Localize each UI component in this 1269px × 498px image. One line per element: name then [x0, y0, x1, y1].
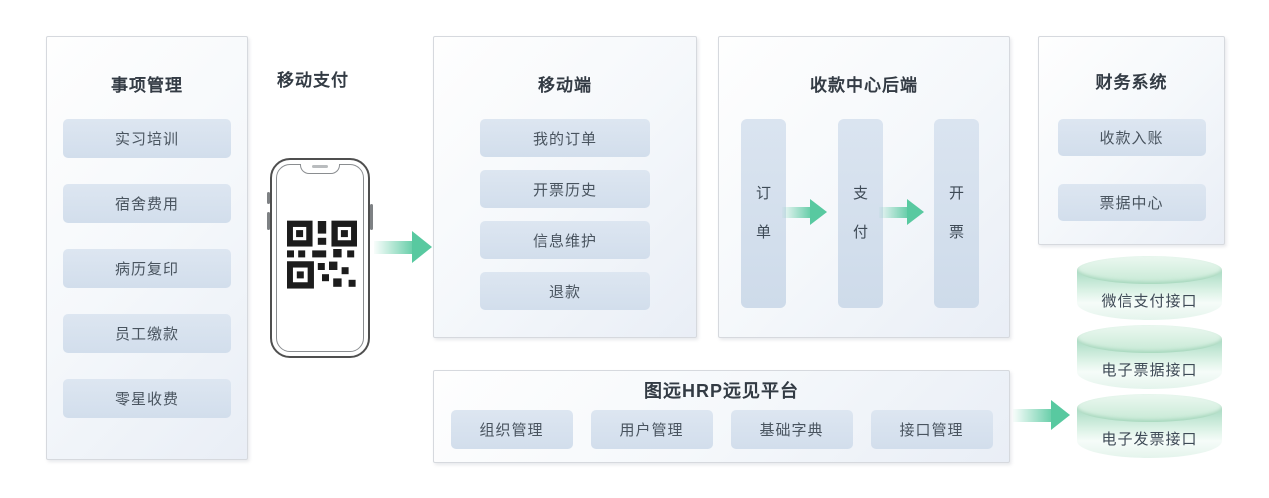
cylinder-label: 电子票据接口 [1101, 362, 1198, 379]
item-box: 组织管理 [450, 410, 573, 449]
flow-arrow-icon [782, 199, 827, 225]
stage-pillar-order: 订单 [741, 119, 786, 308]
hrp-items-row: 组织管理 用户管理 基础字典 接口管理 [450, 410, 993, 449]
item-box: 信息维护 [480, 221, 650, 259]
phone-side-button [370, 204, 373, 230]
stage-pillar-invoice: 开票 [934, 119, 979, 308]
phone-speaker [312, 165, 328, 168]
item-box: 宿舍费用 [63, 184, 231, 223]
item-box: 实习培训 [63, 119, 231, 158]
arrow-shaft [1013, 408, 1051, 422]
panel-hrp-platform: 图远HRP远见平台 组织管理 用户管理 基础字典 接口管理 [433, 370, 1010, 463]
cylinder-label: 微信支付接口 [1101, 293, 1198, 310]
panel-finance-system: 财务系统 收款入账 票据中心 [1038, 36, 1225, 245]
item-box: 票据中心 [1057, 184, 1206, 221]
qr-code-icon [287, 220, 357, 289]
item-box: 开票历史 [480, 170, 650, 208]
arrow-head [907, 199, 924, 225]
interface-cylinder-stack: 微信支付接口 电子票据接口 电子发票接口 [1077, 256, 1222, 458]
panel-title: 图远HRP远见平台 [643, 381, 799, 401]
db-cylinder-e-bill: 电子票据接口 [1077, 325, 1222, 389]
panel-mobile-client: 移动端 我的订单 开票历史 信息维护 退款 [433, 36, 697, 338]
panel-items-management: 事项管理 实习培训 宿舍费用 病历复印 员工缴款 零星收费 [46, 36, 248, 460]
item-box: 我的订单 [480, 119, 650, 157]
arrow-shaft [374, 240, 412, 254]
panel-title: 事项管理 [111, 76, 183, 95]
panel-collection-backend: 收款中心后端 订单 支付 开票 [718, 36, 1010, 338]
phone-side-button [267, 212, 270, 230]
item-box: 收款入账 [1057, 119, 1206, 156]
stage-pillar-payment: 支付 [838, 119, 883, 308]
db-cylinder-wechat-pay: 微信支付接口 [1077, 256, 1222, 320]
cylinder-top [1077, 256, 1222, 284]
arrow-head [810, 199, 827, 225]
stage-label: 开票 [949, 185, 965, 241]
cylinder-label: 电子发票接口 [1101, 431, 1198, 448]
flow-arrow-icon [374, 231, 432, 263]
panel-title: 财务系统 [1095, 73, 1168, 92]
smartphone-icon [267, 158, 373, 358]
item-box: 零星收费 [63, 379, 231, 418]
item-box: 退款 [480, 272, 650, 310]
flow-arrow-icon [1013, 400, 1070, 430]
arrow-head [1051, 400, 1070, 430]
panel-title: 移动端 [538, 76, 592, 95]
stage-label: 支付 [853, 185, 869, 241]
db-cylinder-e-invoice: 电子发票接口 [1077, 394, 1222, 458]
item-box: 病历复印 [63, 249, 231, 288]
stage-label: 订单 [756, 185, 772, 241]
mobile-payment-label: 移动支付 [277, 71, 349, 90]
cylinder-top [1077, 394, 1222, 422]
panel-title: 收款中心后端 [810, 76, 918, 95]
phone-side-button [267, 192, 270, 204]
item-box: 基础字典 [730, 410, 853, 449]
arrow-head [412, 231, 432, 263]
arrow-shaft [879, 206, 907, 218]
flow-arrow-icon [879, 199, 924, 225]
item-box: 接口管理 [870, 410, 993, 449]
item-box: 员工缴款 [63, 314, 231, 353]
item-box: 用户管理 [590, 410, 713, 449]
arrow-shaft [782, 206, 810, 218]
cylinder-top [1077, 325, 1222, 353]
